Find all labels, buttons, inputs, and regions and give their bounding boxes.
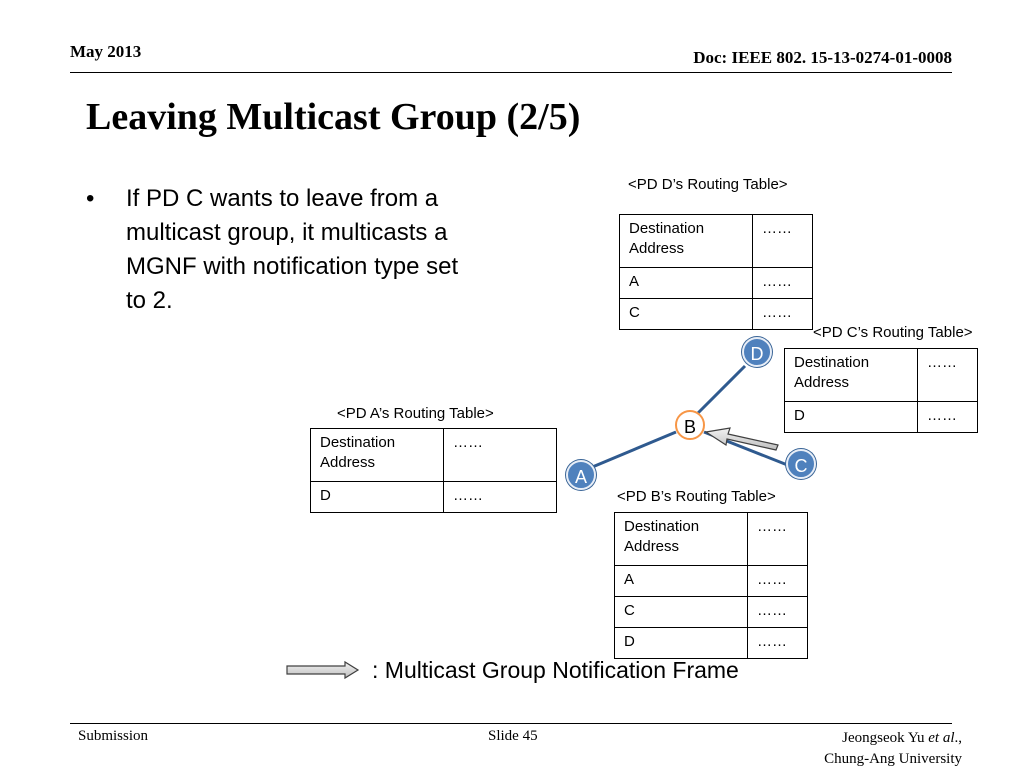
table-row: D…… xyxy=(310,481,557,513)
legend-label: : Multicast Group Notification Frame xyxy=(372,657,739,683)
table-cell: Destination Address xyxy=(310,428,444,482)
table-row: Destination Address…… xyxy=(310,428,557,482)
pd-c-table-caption: <PD C’s Routing Table> xyxy=(813,324,973,341)
table-row: D…… xyxy=(784,401,978,433)
table-row: C…… xyxy=(619,298,813,330)
footer-slide-number: Slide 45 xyxy=(488,728,538,744)
table-cell: C xyxy=(619,298,753,330)
header-divider xyxy=(70,72,952,73)
footer-submission: Submission xyxy=(78,728,149,744)
node-b: B xyxy=(675,410,705,440)
pd-c-routing-table: Destination Address…… D…… xyxy=(784,348,978,433)
table-row: C…… xyxy=(614,596,808,628)
table-row: D…… xyxy=(614,627,808,659)
link-a-b xyxy=(589,430,677,470)
footer-author-tail: ., xyxy=(954,730,963,746)
table-cell: …… xyxy=(747,596,808,628)
pd-b-table-caption: <PD B’s Routing Table> xyxy=(617,488,776,505)
table-cell: D xyxy=(310,481,444,513)
table-cell: D xyxy=(784,401,918,433)
footer-author-name: Jeongseok Yu xyxy=(842,730,929,746)
table-row: A…… xyxy=(619,267,813,299)
footer-divider xyxy=(70,723,952,724)
footer-author: Jeongseok Yu et al., Chung-Ang Universit… xyxy=(824,728,962,770)
table-row: Destination Address…… xyxy=(614,512,808,566)
pd-a-routing-table: Destination Address…… D…… xyxy=(310,428,557,513)
table-cell: …… xyxy=(752,214,813,268)
table-cell: …… xyxy=(747,627,808,659)
table-cell: …… xyxy=(443,428,557,482)
bullet-marker: • xyxy=(86,185,95,212)
pd-a-table-caption: <PD A’s Routing Table> xyxy=(337,405,494,422)
table-cell: …… xyxy=(752,267,813,299)
table-cell: …… xyxy=(917,401,978,433)
table-row: A…… xyxy=(614,565,808,597)
link-b-d xyxy=(696,364,747,415)
table-row: Destination Address…… xyxy=(784,348,978,402)
table-cell: Destination Address xyxy=(614,512,748,566)
table-cell: A xyxy=(614,565,748,597)
pd-d-routing-table: Destination Address…… A…… C…… xyxy=(619,214,813,330)
table-cell: …… xyxy=(747,512,808,566)
footer-affiliation: Chung-Ang University xyxy=(824,751,962,767)
table-cell: A xyxy=(619,267,753,299)
header-date: May 2013 xyxy=(70,42,142,61)
table-cell: C xyxy=(614,596,748,628)
table-cell: D xyxy=(614,627,748,659)
pd-b-routing-table: Destination Address…… A…… C…… D…… xyxy=(614,512,808,659)
mgnf-arrow xyxy=(704,427,779,451)
node-c: C xyxy=(786,449,816,479)
pd-d-table-caption: <PD D’s Routing Table> xyxy=(628,176,788,193)
table-row: Destination Address…… xyxy=(619,214,813,268)
footer-author-etal: et al xyxy=(928,730,955,746)
header-doc-id: Doc: IEEE 802. 15-13-0274-01-0008 xyxy=(693,48,952,67)
node-a: A xyxy=(566,460,596,490)
table-cell: …… xyxy=(747,565,808,597)
table-cell: …… xyxy=(443,481,557,513)
node-d: D xyxy=(742,337,772,367)
bullet-text: If PD C wants to leave from a multicast … xyxy=(126,185,459,314)
legend-arrow-icon xyxy=(286,660,360,680)
table-cell: …… xyxy=(752,298,813,330)
table-cell: Destination Address xyxy=(619,214,753,268)
table-cell: Destination Address xyxy=(784,348,918,402)
table-cell: …… xyxy=(917,348,978,402)
slide-title: Leaving Multicast Group (2/5) xyxy=(86,96,581,138)
